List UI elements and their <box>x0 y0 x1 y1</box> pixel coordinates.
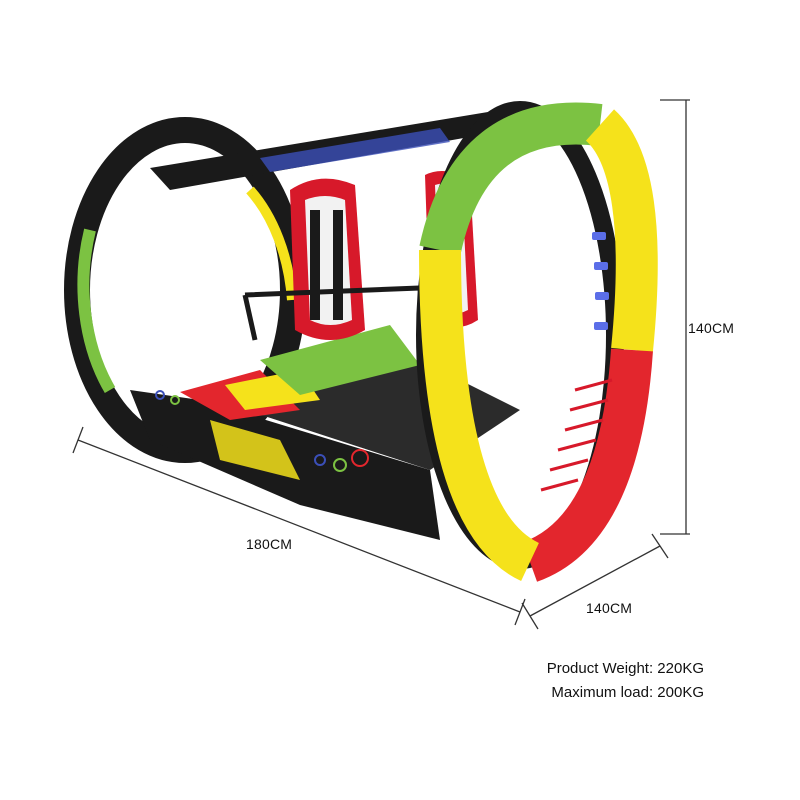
seat-left <box>290 178 365 340</box>
width-dimension-label: 140CM <box>586 600 633 616</box>
front-ring-slots <box>540 378 613 492</box>
length-dimension-line <box>72 426 526 626</box>
front-ring-lights <box>592 232 609 330</box>
height-dimension-label: 140CM <box>688 320 735 336</box>
maximum-load-spec: Maximum load: 200KG <box>551 684 704 701</box>
chassis-lights <box>155 390 369 472</box>
product-weight-spec: Product Weight: 220KG <box>546 660 704 677</box>
top-frame-graphic <box>260 128 450 172</box>
chassis-decal <box>210 420 300 480</box>
width-dimension-line <box>521 533 669 630</box>
length-dimension-label: 180CM <box>246 536 293 552</box>
front-ring <box>416 101 658 582</box>
chassis-green-deck <box>260 325 420 395</box>
height-dimension-line <box>660 99 690 535</box>
